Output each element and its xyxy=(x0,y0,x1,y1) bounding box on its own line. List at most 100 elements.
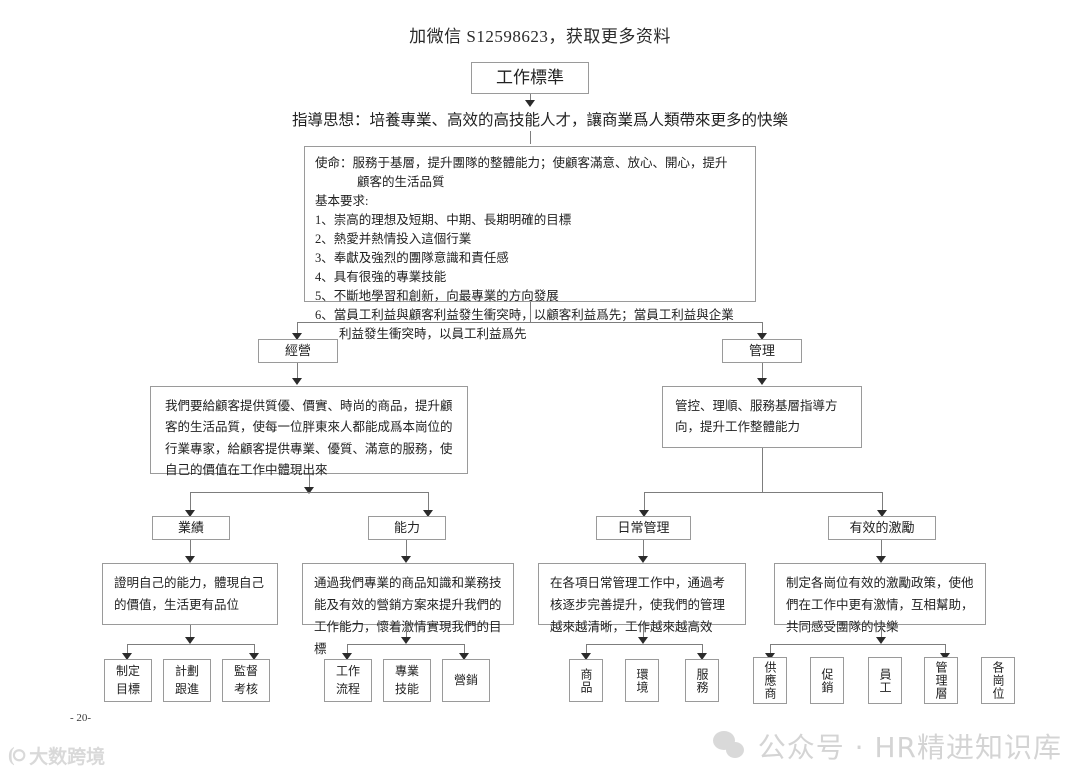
arrow-left-branch-to-desc xyxy=(292,378,302,385)
leaf-label-marketing: 營銷 xyxy=(453,672,478,687)
leaf-label-goods: 商品 xyxy=(579,667,593,694)
arrow-daily-leaf-1 xyxy=(581,653,591,660)
title-box-label: 工作標準 xyxy=(496,67,564,87)
requirement-item-6: 6、當員工利益與顧客利益發生衝突時，以顧客利益爲先；當員工利益與企業 xyxy=(315,308,734,322)
category-desc-box-daily-management: 在各項日常管理工作中，通過考核逐步完善提升，使我們的管理越來越清晰，工作越來越高… xyxy=(538,563,746,634)
leaf-box-supplier: 供應商 xyxy=(753,657,787,704)
connector-performance-to-desc xyxy=(190,540,191,558)
arrow-daily-desc-stem xyxy=(638,637,648,644)
category-desc-box-performance: 證明自己的能力，體現自己的價值，生活更有品位 xyxy=(102,563,278,625)
requirement-item-5: 5、不斷地學習和創新，向最專業的方向發展 xyxy=(315,289,559,303)
arrow-incentive-leaf-5 xyxy=(940,653,950,660)
connector-left-branch-to-desc xyxy=(297,363,298,380)
requirement-item-6-continued: 利益發生衝突時，以員工利益爲先 xyxy=(339,327,527,341)
branch-box-management-ops: 經營 xyxy=(258,339,338,363)
category-desc-incentives-text: 制定各崗位有效的激勵政策，使他們在工作中更有激情，互相幫助，共同感受團隊的快樂 xyxy=(786,576,974,634)
leaf-box-each-position: 各崗位 xyxy=(981,657,1015,704)
mission-line-1-continued: 顧客的生活品質 xyxy=(357,175,445,189)
leaf-box-set-goals: 制定 目標 xyxy=(104,659,152,702)
connector-incentive-desc-stem xyxy=(881,625,882,641)
connector-daily-leaf-1 xyxy=(586,644,587,656)
leaf-label-management-layer: 管理層 xyxy=(934,661,948,700)
requirement-item-2: 2、熱愛并熱情投入這個行業 xyxy=(315,232,472,246)
wechat-icon xyxy=(712,731,749,761)
connector-cap-leaf-1 xyxy=(347,644,348,656)
arrow-daily-leaf-3 xyxy=(697,653,707,660)
connector-perf-leaf-3 xyxy=(254,644,255,656)
mission-line-1: 使命：服務于基層，提升團隊的整體能力；使顧客滿意、放心、開心，提升 xyxy=(315,156,728,170)
connector-incentive-leaf-5 xyxy=(945,644,946,656)
arrow-to-left-branch xyxy=(292,333,302,340)
watermark-right: 公众号 · HR精进知识库 xyxy=(712,726,1062,766)
category-label-daily-management: 日常管理 xyxy=(617,519,670,535)
connector-to-daily-mgmt xyxy=(644,492,645,512)
leaf-box-service: 服務 xyxy=(685,659,719,702)
connector-mission-stem xyxy=(530,302,531,322)
arrow-to-performance xyxy=(185,510,195,517)
leaf-box-professional-skill: 專業 技能 xyxy=(383,659,431,702)
arrow-right-branch-to-desc xyxy=(757,378,767,385)
connector-right-desc-stem xyxy=(762,448,763,492)
category-desc-capability-text: 通過我們專業的商品知識和業務技能及有效的營銷方案來提升我們的工作能力，懷着激情實… xyxy=(314,576,502,656)
leaf-label-work-process: 工作 流程 xyxy=(335,664,360,696)
leaf-label-promotion: 促銷 xyxy=(820,667,834,694)
watermark-left: (੦ 大数跨境 xyxy=(8,742,105,769)
connector-daily-leaf-split xyxy=(586,644,702,645)
connector-daily-leaf-3 xyxy=(702,644,703,656)
connector-guiding-to-mission xyxy=(530,131,531,144)
connector-incentive-leaf-1 xyxy=(770,644,771,656)
connector-incentives-to-desc xyxy=(881,540,882,558)
mission-box: 使命：服務于基層，提升團隊的整體能力；使顧客滿意、放心、開心，提升 顧客的生活品… xyxy=(304,146,756,341)
category-desc-performance-text: 證明自己的能力，體現自己的價值，生活更有品位 xyxy=(114,576,265,612)
connector-to-left-branch xyxy=(297,322,298,334)
leaf-label-environment: 環境 xyxy=(635,667,649,694)
branch-box-administration: 管理 xyxy=(722,339,802,363)
guiding-thought-text: 指導思想：培養專業、高效的高技能人才，讓商業爲人類帶來更多的快樂 xyxy=(291,112,788,129)
leaf-box-employee: 員工 xyxy=(868,657,902,704)
connector-mission-split xyxy=(297,322,763,323)
category-desc-daily-management-text: 在各項日常管理工作中，通過考核逐步完善提升，使我們的管理越來越清晰，工作越來越高… xyxy=(550,576,726,634)
category-desc-box-incentives: 制定各崗位有效的激勵政策，使他們在工作中更有激情，互相幫助，共同感受團隊的快樂 xyxy=(774,563,986,634)
arrow-cap-leaf-1 xyxy=(342,653,352,660)
branch-label-right: 管理 xyxy=(748,342,775,358)
arrow-daily-mgmt-to-desc xyxy=(638,556,648,563)
connector-capability-to-desc xyxy=(406,540,407,558)
arrow-perf-leaf-3 xyxy=(249,653,259,660)
arrow-capability-to-desc xyxy=(401,556,411,563)
leaf-label-supplier: 供應商 xyxy=(763,661,777,700)
category-box-capability: 能力 xyxy=(368,516,446,540)
leaf-label-each-position: 各崗位 xyxy=(991,661,1005,700)
connector-to-incentives xyxy=(882,492,883,512)
leaf-label-supervise-assess: 監督 考核 xyxy=(233,664,258,696)
category-box-performance: 業績 xyxy=(152,516,230,540)
branch-desc-box-left: 我們要給顧客提供質優、價實、時尚的商品，提升顧客的生活品質，使每一位胖東來人都能… xyxy=(150,386,468,477)
arrow-to-capability xyxy=(423,510,433,517)
leaf-box-work-process: 工作 流程 xyxy=(324,659,372,702)
requirement-item-1: 1、崇高的理想及短期、中期、長期明確的目標 xyxy=(315,213,572,227)
arrow-to-incentives xyxy=(877,510,887,517)
arrow-incentive-desc-stem xyxy=(876,637,886,644)
arrow-to-daily-mgmt xyxy=(639,510,649,517)
connector-cap-leaf-3 xyxy=(464,644,465,656)
watermark-logo-icon: (੦ xyxy=(8,744,26,766)
leaf-box-management-layer: 管理層 xyxy=(924,657,958,704)
connector-left-desc-stem xyxy=(309,474,310,492)
category-desc-box-capability: 通過我們專業的商品知識和業務技能及有效的營銷方案來提升我們的工作能力，懷着激情實… xyxy=(302,563,514,656)
promo-header-text: 加微信 S12598623，获取更多资料 xyxy=(409,27,671,46)
leaf-label-professional-skill: 專業 技能 xyxy=(394,664,419,696)
connector-title-to-guiding xyxy=(530,94,531,102)
page-number: - 20- xyxy=(70,712,92,724)
connector-perf-leaf-split xyxy=(127,644,254,645)
title-box: 工作標準 xyxy=(471,62,589,94)
leaf-box-marketing: 營銷 xyxy=(442,659,490,702)
wechat-bubble-large xyxy=(712,731,735,750)
connector-to-performance xyxy=(190,492,191,512)
watermark-left-text: 大数跨境 xyxy=(29,746,106,768)
category-label-capability: 能力 xyxy=(393,519,420,535)
connector-daily-mgmt-to-desc xyxy=(643,540,644,558)
connector-to-capability xyxy=(428,492,429,512)
arrow-incentive-leaf-1 xyxy=(765,653,775,660)
category-box-incentives: 有效的激勵 xyxy=(828,516,936,540)
connector-right-desc-split xyxy=(644,492,882,493)
